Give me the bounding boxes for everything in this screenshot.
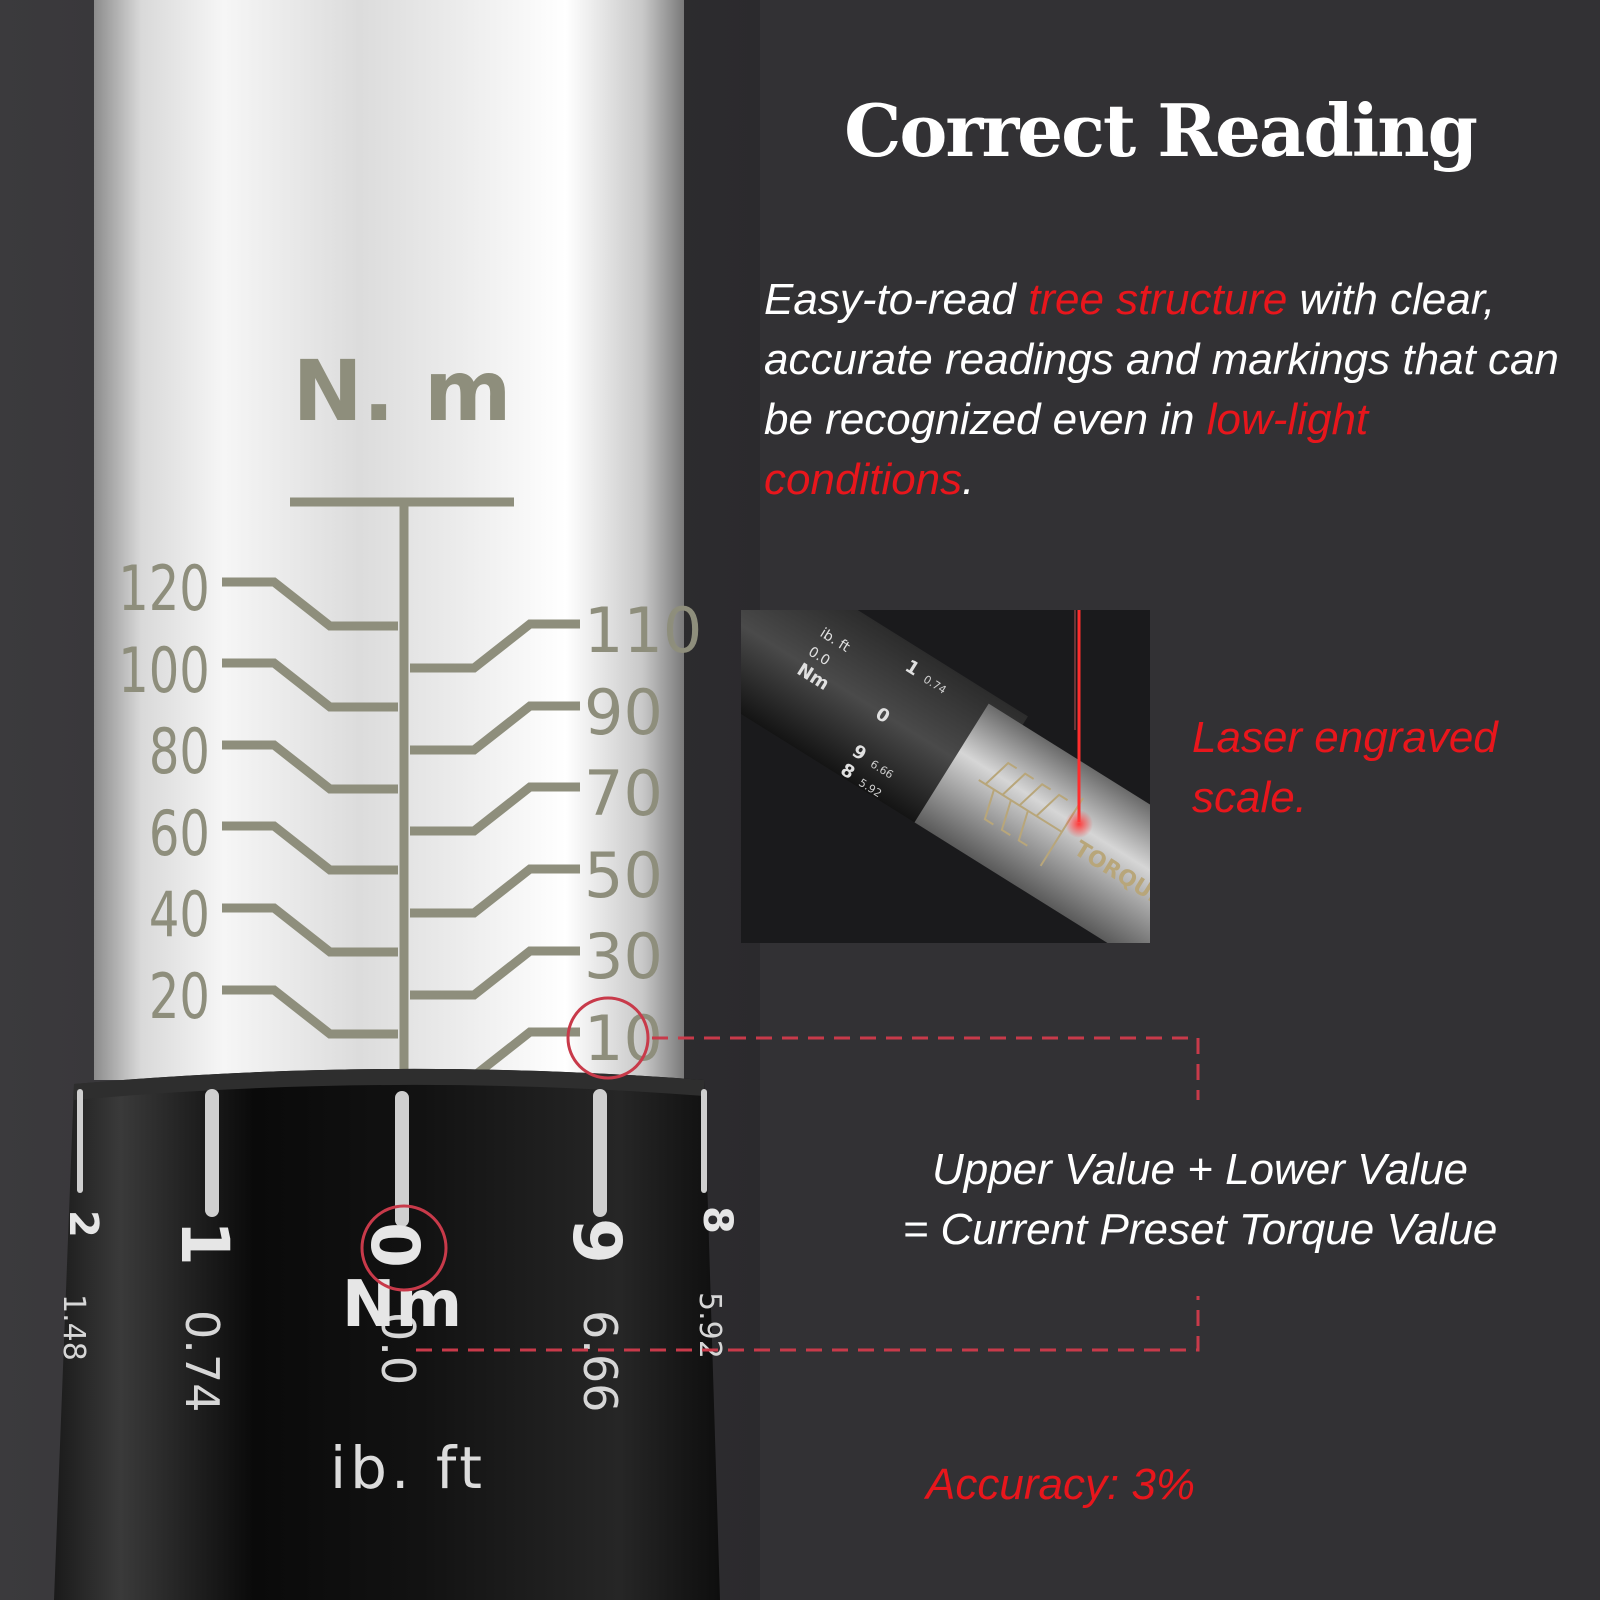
wrench-barrel: [94, 0, 684, 1080]
sleeve-digit: 9: [558, 1218, 635, 1264]
left-branch: [222, 821, 398, 875]
sleeve-unit-nm: Nm: [342, 1268, 462, 1342]
sleeve-unit-lbft: ib. ft: [330, 1434, 486, 1502]
right-branch: [410, 701, 580, 755]
formula-line-1: Upper Value + Lower Value: [931, 1145, 1469, 1194]
scale-value-right: 90: [584, 676, 663, 749]
left-branch: [222, 985, 398, 1039]
scale-value-right: 50: [584, 839, 663, 912]
wrench-sleeve: [54, 1068, 720, 1600]
laser-spot: [1065, 810, 1093, 838]
photo-barrel: [914, 703, 1150, 943]
right-branch: [410, 782, 580, 836]
right-scale-values: 110 90 70 50 30 10: [584, 594, 702, 1075]
connector-lines: [416, 1036, 1200, 1352]
lower-connector: [416, 1296, 1200, 1352]
sleeve-digit: 8: [694, 1206, 740, 1234]
sleeve-digit: 0: [356, 1222, 433, 1268]
sleeve-rim: [74, 1068, 704, 1100]
sleeve-digit: 1: [166, 1220, 243, 1266]
description-text: with clear, accurate readings and markin…: [764, 275, 1559, 444]
scale-value-left: 60: [149, 797, 210, 870]
right-branch: [410, 946, 580, 1000]
photo-engraved-tree: [978, 761, 1084, 867]
left-branch: [222, 903, 398, 957]
formula-line-2: = Current Preset Torque Value: [902, 1205, 1498, 1254]
sleeve-sub-value: 6.66: [573, 1310, 627, 1412]
description-text: .: [962, 455, 975, 504]
left-scale-values: 120 100 80 60 40 20: [118, 552, 210, 1033]
laser-caption: Laser engraved scale.: [1192, 713, 1498, 822]
scale-value-right: 10: [584, 1002, 663, 1075]
sleeve-ticks: [77, 1089, 707, 1227]
sleeve-digit: 2: [60, 1210, 106, 1238]
scale-value-left: 100: [118, 634, 210, 707]
accuracy-label: Accuracy: 3%: [926, 1460, 1195, 1509]
upper-connector: [652, 1036, 1200, 1100]
description: Easy-to-read tree structure with clear, …: [764, 270, 1584, 510]
description-highlight: tree structure: [1028, 275, 1288, 324]
sleeve-sub-value: 1.48: [56, 1294, 91, 1361]
left-branch: [222, 658, 398, 712]
photo-sleeve: [741, 610, 1028, 844]
tree-scale: [222, 497, 580, 1081]
upper-value-highlight-circle: [566, 996, 650, 1080]
headline: Correct Reading: [844, 88, 1478, 173]
laser-engraving-photo: TORQUE ib. ft 0.0 Nm 1 0 9 8 0.74 6.66 5…: [741, 610, 1150, 943]
scale-value-right: 70: [584, 757, 663, 830]
formula: Upper Value + Lower Value = Current Pres…: [840, 1140, 1560, 1260]
left-branch: [222, 577, 398, 631]
scale-value-left: 20: [149, 960, 210, 1033]
sleeve-sub-value: 0.74: [175, 1310, 229, 1412]
left-branch: [222, 740, 398, 794]
sleeve-sub-value: 5.92: [692, 1292, 727, 1359]
scale-value-left: 80: [149, 715, 210, 788]
scale-value-left: 120: [118, 552, 210, 625]
scale-value-left: 40: [149, 878, 210, 951]
scale-value-right: 110: [584, 594, 702, 667]
scale-value-right: 30: [584, 920, 663, 993]
sleeve-digits: 2 1 0 9 8: [60, 1206, 740, 1268]
description-text: Easy-to-read: [764, 275, 1029, 324]
laser-engraving-photo-art: TORQUE ib. ft 0.0 Nm 1 0 9 8 0.74 6.66 5…: [741, 610, 1150, 943]
description-highlight: low-light conditions: [764, 395, 1369, 504]
lower-value-highlight-circle: [360, 1204, 448, 1292]
scale-unit-nm: N. m: [293, 342, 512, 440]
right-branch: [410, 864, 580, 918]
sleeve-sub-values: 1.48 0.74 0.0 6.66 5.92: [56, 1292, 727, 1412]
right-branch: [410, 619, 580, 673]
